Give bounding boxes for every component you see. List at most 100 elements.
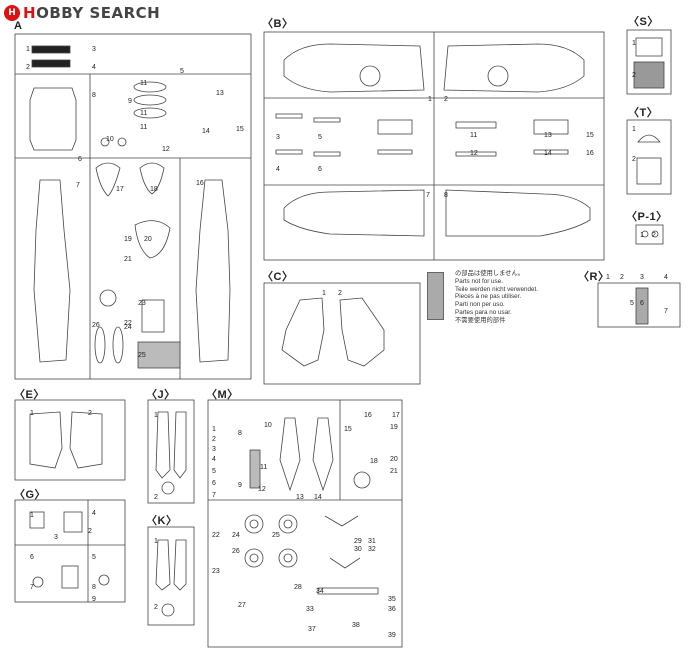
- sprue-e-drawing: [14, 399, 126, 481]
- sprue-r-title: 〈R〉: [578, 271, 610, 283]
- part-number: 2: [26, 64, 30, 71]
- part-number: 7: [426, 192, 430, 199]
- part-number: 3: [212, 446, 216, 453]
- part-number: 11: [260, 464, 268, 471]
- part-number: 31: [368, 538, 376, 545]
- part-number: 17: [392, 412, 400, 419]
- part-number: 27: [238, 602, 246, 609]
- part-number: 7: [76, 182, 80, 189]
- part-number: 21: [390, 468, 398, 475]
- part-number: 1: [606, 274, 610, 281]
- part-number: 2: [212, 436, 216, 443]
- part-number: 8: [92, 584, 96, 591]
- part-number: 10: [106, 136, 114, 143]
- part-number: 2: [632, 156, 636, 163]
- part-number: 30: [354, 546, 362, 553]
- part-number: 15: [236, 126, 244, 133]
- note-line: Parti non per uso.: [455, 301, 505, 309]
- part-number: 2: [154, 604, 158, 611]
- note-line: Teile werden nicht verwendet.: [455, 285, 538, 293]
- sprue-c-drawing: [263, 282, 421, 385]
- part-number: 22: [212, 532, 220, 539]
- part-number: 28: [294, 584, 302, 591]
- part-number: 11: [140, 80, 148, 87]
- part-number: 12: [258, 486, 266, 493]
- part-number: 11: [140, 110, 148, 117]
- part-number: 20: [390, 456, 398, 463]
- sprue-g-drawing: [14, 499, 126, 603]
- part-number: 1: [632, 40, 636, 47]
- logo-text: HOBBY SEARCH: [23, 4, 160, 22]
- sprue-a-title: A: [14, 20, 23, 32]
- sprue-k-drawing: [147, 526, 195, 626]
- sprue-s-title: 〈S〉: [628, 16, 659, 28]
- sprue-s-drawing: [626, 29, 672, 95]
- part-number: 36: [388, 606, 396, 613]
- part-number: 39: [388, 632, 396, 639]
- part-number: 12: [162, 146, 170, 153]
- sprue-b-drawing: [263, 31, 605, 261]
- part-number: 1: [30, 410, 34, 417]
- part-number: 6: [30, 554, 34, 561]
- part-number: 5: [92, 554, 96, 561]
- sprue-k-title: 〈K〉: [146, 515, 178, 527]
- part-number: 20: [144, 236, 152, 243]
- part-number: 1: [154, 538, 158, 545]
- part-number: 1: [428, 96, 432, 103]
- part-number: 1: [640, 232, 644, 239]
- unused-parts-swatch: [427, 272, 444, 320]
- part-number: 16: [586, 150, 594, 157]
- part-number: 16: [364, 412, 372, 419]
- note-line: Parts not for use.: [455, 277, 503, 285]
- part-number: 6: [78, 156, 82, 163]
- part-number: 14: [544, 150, 552, 157]
- part-number: 19: [124, 236, 132, 243]
- part-number: 11: [140, 124, 148, 131]
- part-number: 10: [264, 422, 272, 429]
- note-line: Partes para no usar.: [455, 308, 512, 316]
- part-number: 12: [470, 150, 478, 157]
- part-number: 14: [202, 128, 210, 135]
- part-number: 9: [92, 596, 96, 603]
- part-number: 18: [370, 458, 378, 465]
- part-number: 3: [92, 46, 96, 53]
- logo-text-initial: H: [23, 4, 37, 22]
- part-number: 32: [368, 546, 376, 553]
- part-number: 23: [212, 568, 220, 575]
- part-number: 2: [652, 232, 656, 239]
- part-number: 7: [30, 584, 34, 591]
- part-number: 15: [344, 426, 352, 433]
- part-number: 3: [276, 134, 280, 141]
- part-number: 3: [640, 274, 644, 281]
- part-number: 1: [26, 46, 30, 53]
- logo-text-rest: OBBY SEARCH: [36, 4, 161, 22]
- part-number: 4: [92, 510, 96, 517]
- part-number: 4: [212, 456, 216, 463]
- unused-parts-notes: の部品は使用しません。 Parts not for use. Teile wer…: [455, 270, 538, 325]
- part-number: 26: [232, 548, 240, 555]
- part-number: 1: [30, 512, 34, 519]
- sprue-r-drawing: [597, 282, 681, 328]
- part-number: 24: [232, 532, 240, 539]
- part-number: 13: [216, 90, 224, 97]
- part-number: 5: [212, 468, 216, 475]
- sprue-b-title: 〈B〉: [262, 18, 294, 30]
- note-line: の部品は使用しません。: [455, 270, 525, 277]
- part-number: 15: [586, 132, 594, 139]
- part-number: 6: [212, 480, 216, 487]
- part-number: 1: [154, 412, 158, 419]
- part-number: 38: [352, 622, 360, 629]
- part-number: 3: [54, 534, 58, 541]
- part-number: 5: [318, 134, 322, 141]
- part-number: 2: [88, 410, 92, 417]
- sprue-g-title: 〈G〉: [14, 489, 47, 501]
- part-number: 24: [124, 324, 132, 331]
- part-number: 7: [664, 308, 668, 315]
- part-number: 35: [388, 596, 396, 603]
- sprue-t-title: 〈T〉: [628, 107, 659, 119]
- part-number: 19: [390, 424, 398, 431]
- part-number: 4: [664, 274, 668, 281]
- part-number: 5: [180, 68, 184, 75]
- part-number: 7: [212, 492, 216, 499]
- part-number: 2: [632, 72, 636, 79]
